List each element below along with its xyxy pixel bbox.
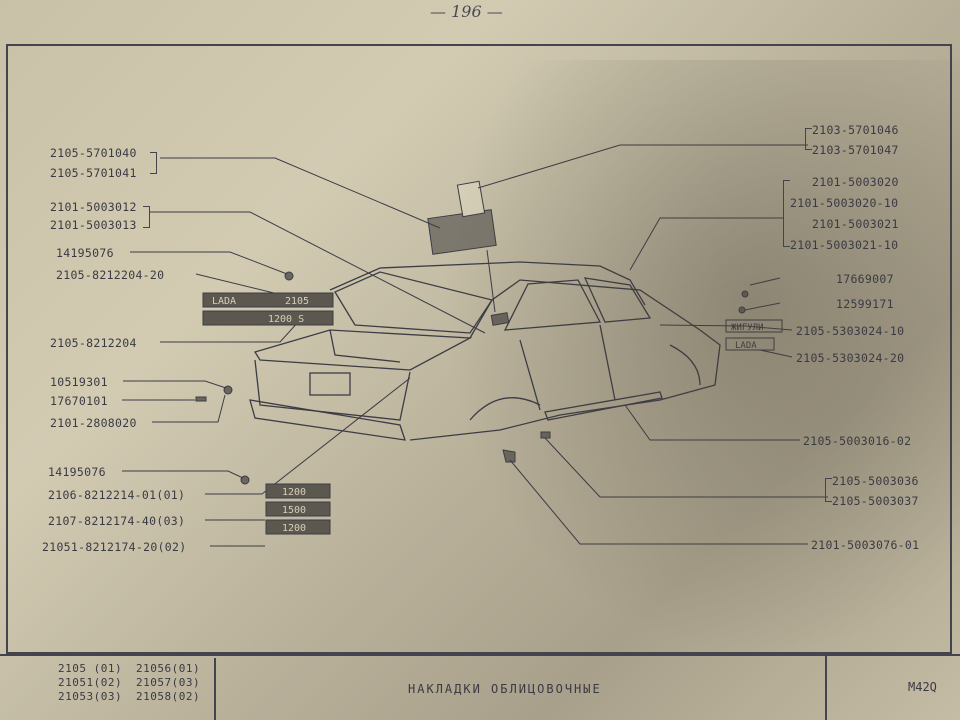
label-14195076-top: 14195076 <box>56 246 114 260</box>
label-17670101: 17670101 <box>50 394 108 408</box>
label-2105-5003037: 2105-5003037 <box>832 494 919 508</box>
label-2101-5003020: 2101-5003020 <box>812 175 899 189</box>
nameplate-2: 1500 <box>282 505 306 516</box>
car-trunk <box>253 329 473 371</box>
car-wheel-front <box>669 344 701 386</box>
label-2105-8212204: 2105-8212204 <box>50 336 137 350</box>
label-17669007: 17669007 <box>836 272 894 286</box>
screw-17669007 <box>741 290 749 298</box>
drawing-frame <box>6 44 952 654</box>
label-2101-2808020: 2101-2808020 <box>50 416 137 430</box>
side-badge-1: ЖИГУЛИ <box>731 323 764 333</box>
title-block <box>0 654 960 720</box>
sheet-code: М42Q <box>908 680 937 694</box>
car-trunk-lid-line <box>329 329 401 363</box>
label-2103-5701046: 2103-5701046 <box>812 123 899 137</box>
label-21051-8212174-20: 21051-8212174-20(02) <box>42 540 187 554</box>
molding-end-2105-5003036 <box>540 431 551 439</box>
label-2101-5003021: 2101-5003021 <box>812 217 899 231</box>
label-2101-5003013: 2101-5003013 <box>50 218 137 232</box>
label-2105-5701040: 2105-5701040 <box>50 146 137 160</box>
nameplate-1: 1200 <box>282 487 306 498</box>
car-wheel-rear <box>469 397 541 421</box>
label-2101-5003076-01: 2101-5003076-01 <box>811 538 920 552</box>
nameplate-3: 1200 <box>282 523 306 534</box>
label-2105-5303024-20: 2105-5303024-20 <box>796 351 905 365</box>
license-plate <box>309 372 351 396</box>
label-2101-5003021-10: 2101-5003021-10 <box>790 238 899 252</box>
model-code: 2105 (01) <box>58 662 123 675</box>
page-number: — 196 — <box>430 2 503 21</box>
car-rear-window <box>334 271 494 334</box>
bracket <box>150 152 157 174</box>
model-code: 21051(02) <box>58 676 123 689</box>
label-2106-8212214-01: 2106-8212214-01(01) <box>48 488 186 502</box>
car-side <box>409 279 721 441</box>
bracket <box>143 206 150 228</box>
bracket <box>805 128 812 150</box>
title-block-divider <box>214 658 216 720</box>
bracket <box>783 180 790 247</box>
badge-model: 2105 <box>285 296 309 307</box>
model-code: 21058(02) <box>136 690 201 703</box>
clip-10519301 <box>223 385 233 395</box>
car-rear-panel <box>254 359 411 421</box>
model-code: 21053(03) <box>58 690 123 703</box>
side-badge-2: LADA <box>735 341 757 351</box>
label-2105-5003016-02: 2105-5003016-02 <box>803 434 912 448</box>
label-10519301: 10519301 <box>50 375 108 389</box>
badge-lada: LADA <box>212 296 236 307</box>
car-door-line <box>519 324 616 411</box>
label-2105-8212204-20: 2105-8212204-20 <box>56 268 165 282</box>
model-code: 21056(01) <box>136 662 201 675</box>
label-2107-8212174-40: 2107-8212174-40(03) <box>48 514 186 528</box>
label-2105-5003036: 2105-5003036 <box>832 474 919 488</box>
title-block-top-line <box>0 654 960 656</box>
bracket <box>825 478 832 502</box>
car-roof <box>329 261 646 306</box>
label-2103-5701047: 2103-5701047 <box>812 143 899 157</box>
label-2101-5003012: 2101-5003012 <box>50 200 137 214</box>
label-2105-5701041: 2105-5701041 <box>50 166 137 180</box>
washer-12599171 <box>738 306 746 314</box>
label-2105-5303024-10: 2105-5303024-10 <box>796 324 905 338</box>
title-block-divider <box>825 654 827 720</box>
car-side-molding <box>544 391 663 421</box>
model-code: 21057(03) <box>136 676 201 689</box>
label-12599171: 12599171 <box>836 297 894 311</box>
clip-2101-5003076 <box>502 449 516 463</box>
emblem-plates <box>202 292 783 535</box>
label-2101-5003020-10: 2101-5003020-10 <box>790 196 899 210</box>
badge-engine: 1200 S <box>268 314 304 325</box>
car-bumper <box>249 399 406 441</box>
sheet-title: НАКЛАДКИ ОБЛИЦОВОЧНЫЕ <box>408 682 602 696</box>
bolt-17670101 <box>195 396 207 402</box>
label-14195076-bottom: 14195076 <box>48 465 106 479</box>
decal-sheet <box>427 180 510 326</box>
car-side-windows <box>503 277 652 331</box>
